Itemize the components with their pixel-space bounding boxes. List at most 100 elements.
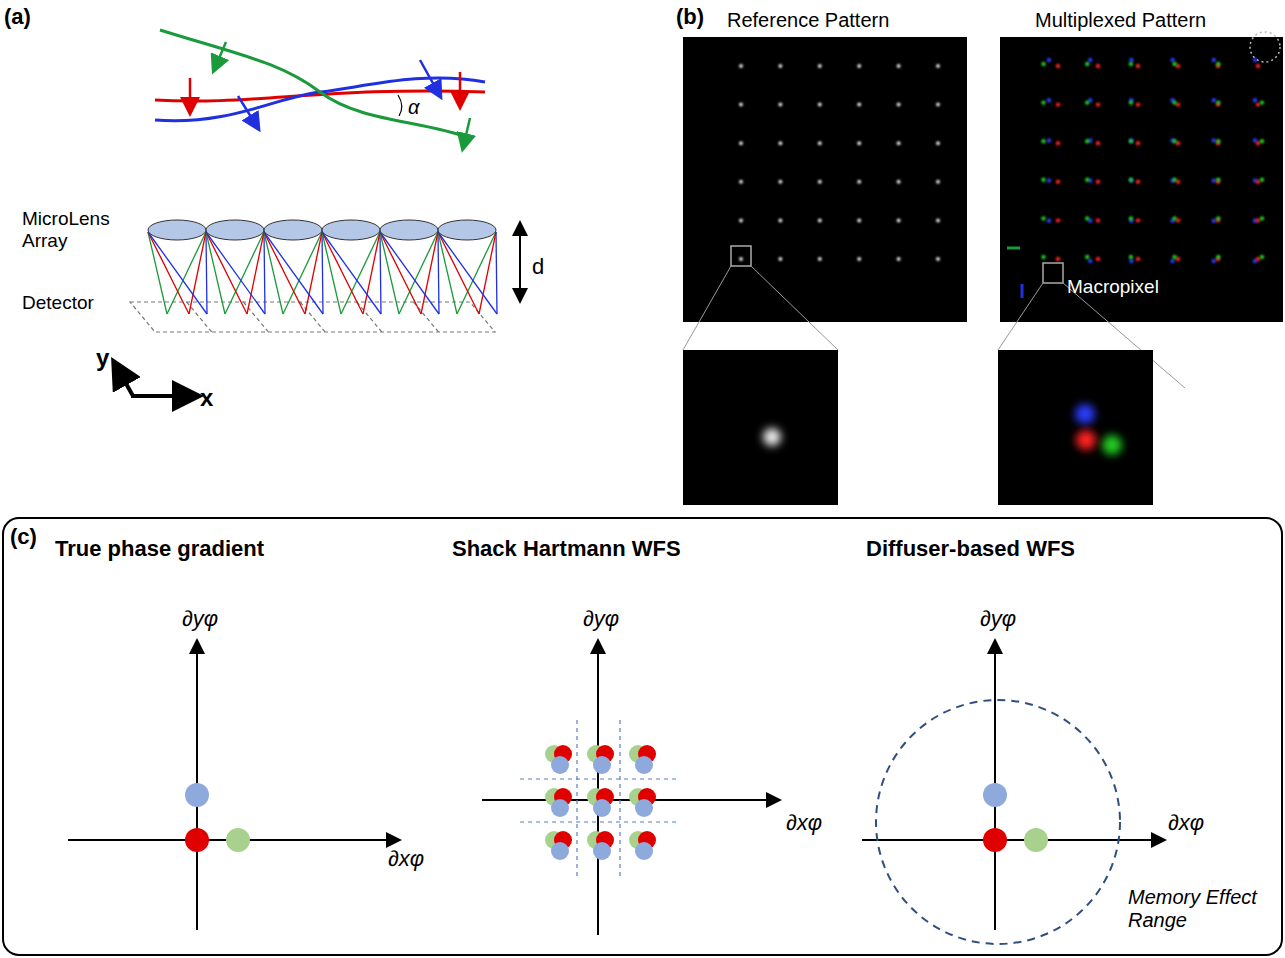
ray bbox=[264, 232, 323, 314]
spot bbox=[1129, 58, 1133, 62]
spot bbox=[1253, 98, 1257, 102]
multiplexed-image bbox=[1000, 37, 1283, 322]
spot bbox=[1096, 180, 1100, 184]
spot bbox=[857, 180, 861, 184]
ray bbox=[283, 232, 322, 314]
panel-letter: (b) bbox=[676, 4, 704, 29]
subpanel-title: Diffuser-based WFS bbox=[866, 536, 1075, 561]
spot bbox=[1256, 64, 1260, 68]
spot bbox=[1096, 102, 1100, 106]
spot bbox=[1047, 219, 1051, 223]
blue-dot bbox=[983, 783, 1007, 807]
spot bbox=[936, 103, 940, 107]
spot bbox=[1216, 178, 1220, 182]
spot bbox=[1172, 216, 1176, 220]
spot bbox=[1212, 178, 1216, 182]
spot bbox=[818, 141, 822, 145]
spot bbox=[857, 257, 861, 261]
ray bbox=[322, 232, 323, 314]
ray bbox=[206, 232, 265, 314]
spot bbox=[778, 64, 782, 68]
spot bbox=[1085, 178, 1089, 182]
spot bbox=[1216, 216, 1220, 220]
ray bbox=[438, 232, 439, 314]
spot bbox=[1129, 259, 1133, 263]
blue-dot bbox=[593, 842, 611, 860]
spot bbox=[1212, 58, 1216, 62]
panel-frame bbox=[3, 518, 1282, 955]
spot bbox=[1136, 257, 1140, 261]
spot bbox=[1056, 64, 1060, 68]
spot bbox=[1260, 100, 1264, 104]
spot bbox=[1041, 139, 1045, 143]
microlens bbox=[322, 220, 380, 240]
spot bbox=[1212, 138, 1216, 142]
red-dot bbox=[185, 828, 209, 852]
spot bbox=[1096, 257, 1100, 261]
spot bbox=[857, 141, 861, 145]
part-label: MicroLens Array bbox=[22, 208, 132, 252]
green-shift bbox=[1007, 247, 1020, 250]
image-title: Multiplexed Pattern bbox=[1035, 9, 1206, 32]
spot bbox=[739, 257, 743, 261]
microlens bbox=[438, 220, 496, 240]
spot bbox=[1096, 141, 1100, 145]
spot bbox=[818, 64, 822, 68]
spot bbox=[857, 103, 861, 107]
spot bbox=[1129, 178, 1133, 182]
spot bbox=[1041, 178, 1045, 182]
spot bbox=[1047, 98, 1051, 102]
dimension-arrow bbox=[520, 232, 521, 300]
spot bbox=[1096, 218, 1100, 222]
spot bbox=[1129, 138, 1133, 142]
panel-letter: (c) bbox=[10, 524, 37, 549]
axes-arrows bbox=[115, 364, 196, 396]
zoom-spot bbox=[1102, 435, 1122, 455]
spot bbox=[1256, 102, 1260, 106]
blue-shift bbox=[1021, 284, 1024, 298]
spot bbox=[1172, 178, 1176, 182]
spot bbox=[897, 218, 901, 222]
microlens bbox=[148, 220, 206, 240]
spot bbox=[1172, 255, 1176, 259]
spot bbox=[1047, 178, 1051, 182]
blue-dot bbox=[593, 756, 611, 774]
spot bbox=[1216, 100, 1220, 104]
spot bbox=[1172, 100, 1176, 104]
microlens-array bbox=[148, 220, 496, 240]
light-rays bbox=[148, 232, 497, 314]
grid-dashes bbox=[520, 720, 680, 880]
spot bbox=[1085, 255, 1089, 259]
spot bbox=[1136, 180, 1140, 184]
blue-dot bbox=[551, 756, 569, 774]
image-title: Reference Pattern bbox=[727, 9, 889, 32]
spot bbox=[1260, 178, 1264, 182]
part-label: Detector bbox=[22, 292, 94, 314]
spot bbox=[1136, 141, 1140, 145]
spot bbox=[1085, 139, 1089, 143]
spot bbox=[1256, 141, 1260, 145]
axis-label: ∂yφ bbox=[980, 606, 1016, 631]
axis-label: ∂xφ bbox=[1168, 810, 1204, 835]
ray bbox=[264, 232, 265, 314]
zoom-panel bbox=[683, 350, 838, 505]
spot bbox=[1129, 139, 1133, 143]
blue-dot bbox=[635, 842, 653, 860]
spot bbox=[778, 218, 782, 222]
spot bbox=[818, 257, 822, 261]
spot bbox=[818, 218, 822, 222]
panel-letter: (a) bbox=[4, 4, 31, 29]
dotted-circle bbox=[1250, 32, 1280, 62]
spot bbox=[1056, 180, 1060, 184]
ray bbox=[264, 232, 305, 314]
spot bbox=[1056, 218, 1060, 222]
spot bbox=[1253, 58, 1257, 62]
spot bbox=[1260, 255, 1264, 259]
spot bbox=[778, 180, 782, 184]
ray bbox=[341, 232, 380, 314]
spot bbox=[1256, 257, 1260, 261]
spot bbox=[936, 218, 940, 222]
spot bbox=[936, 180, 940, 184]
spot bbox=[778, 257, 782, 261]
reference-image bbox=[683, 37, 967, 322]
